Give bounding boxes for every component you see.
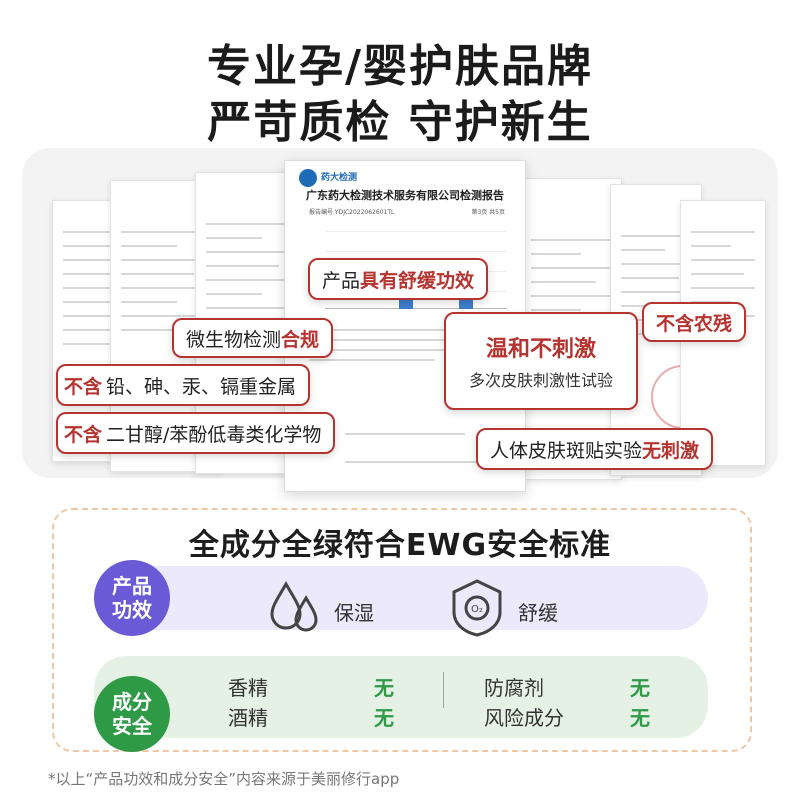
- callout-glycol-text: 二甘醇/苯酚低毒类化学物: [106, 423, 322, 446]
- effects-badge-line-2: 功效: [112, 598, 152, 622]
- callout-soothing: 产品 具有舒缓功效: [308, 258, 489, 300]
- safety-section: [52, 508, 752, 752]
- effect-moisturizing: 保湿: [334, 601, 374, 625]
- ingredients-badge-line-1: 成分: [112, 690, 152, 714]
- ingredient-alcohol-value: 无: [374, 706, 394, 730]
- callout-mild: 温和不刺激 多次皮肤刺激性试验: [444, 312, 638, 410]
- callout-mild-subtitle: 多次皮肤刺激性试验: [468, 371, 613, 390]
- ingredient-fragrance-value: 无: [374, 676, 394, 700]
- ingredients-badge: 成分 安全: [94, 676, 170, 752]
- callout-glycol: 不含 二甘醇/苯酚低毒类化学物: [56, 412, 336, 454]
- ingredient-preservative-value: 无: [630, 676, 650, 700]
- report-page: 第3页 共5页: [471, 209, 505, 216]
- callout-microbial-highlight: 合规: [281, 328, 320, 351]
- footnote: *以上“产品功效和成分安全”内容来源于美丽修行app: [48, 770, 400, 788]
- effects-badge: 产品 功效: [94, 560, 170, 636]
- ingredient-alcohol: 酒精: [228, 706, 268, 730]
- callout-no-pesticide-text: 不含农残: [656, 312, 733, 335]
- ingredients-divider: [443, 672, 444, 708]
- lab-logo-icon: [299, 169, 317, 187]
- callout-patch-test: 人体皮肤斑贴实验 无刺激: [476, 428, 714, 470]
- callout-heavy-metals-text: 铅、砷、汞、镉重金属: [106, 375, 297, 398]
- callout-microbial: 微生物检测 合规: [172, 318, 334, 358]
- effects-badge-line-1: 产品: [112, 574, 152, 598]
- callout-heavy-metals-tag: 不含: [64, 375, 103, 398]
- lab-logo-text: 药大检测: [321, 173, 358, 183]
- callout-soothing-prefix: 产品: [322, 269, 361, 292]
- callout-patch-test-highlight: 无刺激: [642, 439, 700, 462]
- report-number: 报告编号 YDJC2022062601TL: [309, 209, 395, 216]
- headline-line-2: 严苛质检 守护新生: [207, 97, 593, 148]
- effects-row: [94, 566, 708, 630]
- effect-soothing: 舒缓: [518, 601, 558, 625]
- callout-mild-title: 温和不刺激: [485, 337, 596, 362]
- callout-glycol-tag: 不含: [64, 423, 103, 446]
- callout-microbial-prefix: 微生物检测: [186, 328, 282, 351]
- callout-patch-test-prefix: 人体皮肤斑贴实验: [490, 439, 643, 462]
- callout-heavy-metals: 不含 铅、砷、汞、镉重金属: [56, 364, 311, 406]
- oxygen-shield-icon: O₂: [452, 579, 502, 637]
- ingredients-badge-line-2: 安全: [112, 714, 152, 738]
- callout-no-pesticide: 不含农残: [642, 302, 747, 342]
- headline-line-1: 专业孕/婴护肤品牌: [206, 41, 594, 92]
- water-drops-icon: [270, 580, 318, 632]
- ingredient-fragrance: 香精: [228, 676, 268, 700]
- report-title: 广东药大检测技术服务有限公司检测报告: [306, 189, 504, 202]
- ingredients-row: [94, 656, 708, 738]
- ingredient-risk: 风险成分: [484, 706, 564, 730]
- ingredient-preservative: 防腐剂: [484, 676, 544, 700]
- safety-title: 全成分全绿符合EWG安全标准: [188, 528, 612, 563]
- ingredient-risk-value: 无: [630, 706, 650, 730]
- callout-soothing-highlight: 具有舒缓功效: [360, 269, 475, 292]
- svg-text:O₂: O₂: [471, 604, 483, 615]
